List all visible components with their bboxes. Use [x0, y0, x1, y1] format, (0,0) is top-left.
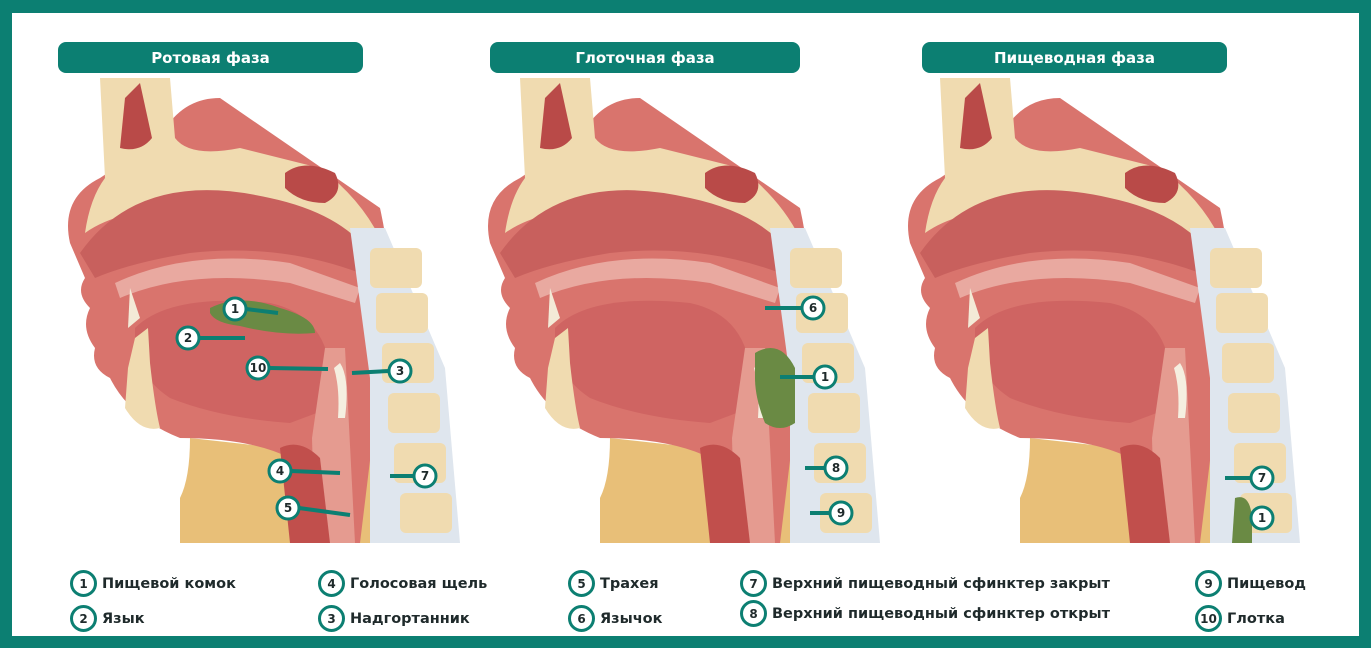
vertebra: [1228, 393, 1280, 433]
vertebra: [1216, 293, 1268, 333]
legend-label: Голосовая щель: [350, 576, 487, 592]
head-cross-section-pharyngeal: 6 1 8 9: [460, 78, 880, 543]
legend-item-ues-open: 8 Верхний пищеводный сфинктер открыт: [740, 600, 1110, 627]
legend-label: Глотка: [1227, 611, 1285, 627]
head-cross-section-esophageal: 71: [880, 78, 1300, 543]
legend-item-trachea: 5 Трахея: [568, 570, 659, 597]
callout-number: 3: [396, 364, 404, 378]
vertebra: [790, 248, 842, 288]
legend-number-badge: 3: [318, 605, 345, 632]
legend-label: Надгортанник: [350, 611, 470, 627]
callout-number: 6: [809, 301, 817, 315]
phase-header-pharyngeal: Глоточная фаза: [490, 42, 800, 73]
legend-number-badge: 10: [1195, 605, 1222, 632]
legend-number-badge: 7: [740, 570, 767, 597]
head-cross-section-oral: 1 2 10 3 4 7 5: [40, 78, 460, 543]
legend-item-glottis: 4 Голосовая щель: [318, 570, 487, 597]
vertebra: [1210, 248, 1262, 288]
legend-number-badge: 8: [740, 600, 767, 627]
vertebra: [376, 293, 428, 333]
legend-label: Верхний пищеводный сфинктер закрыт: [772, 576, 1110, 592]
panel-pharyngeal-phase: 6 1 8 9: [460, 78, 880, 543]
callout-line: [291, 471, 340, 473]
callout-line: [269, 368, 328, 369]
panel-esophageal-phase: 71: [880, 78, 1300, 543]
callout-number: 4: [276, 464, 284, 478]
phase-header-oral: Ротовая фаза: [58, 42, 363, 73]
callout-number: 8: [832, 461, 840, 475]
legend-number-badge: 5: [568, 570, 595, 597]
legend-label: Пищевой комок: [102, 576, 236, 592]
legend-item-uvula: 6 Язычок: [568, 605, 662, 632]
callout-number: 7: [421, 469, 429, 483]
legend-label: Трахея: [600, 576, 659, 592]
legend-number-badge: 2: [70, 605, 97, 632]
legend-number-badge: 1: [70, 570, 97, 597]
legend-label: Язычок: [600, 611, 662, 627]
legend-item-pharynx: 10 Глотка: [1195, 605, 1285, 632]
legend-number-badge: 9: [1195, 570, 1222, 597]
callout-number: 7: [1258, 471, 1266, 485]
vertebra: [400, 493, 452, 533]
callout-line: [352, 371, 389, 373]
callout-number: 9: [837, 506, 845, 520]
callout-number: 1: [821, 370, 829, 384]
vertebra: [370, 248, 422, 288]
vertebra: [388, 393, 440, 433]
legend-number-badge: 4: [318, 570, 345, 597]
callout-number: 5: [284, 501, 292, 515]
callout-number: 1: [1258, 511, 1266, 525]
callout-number: 2: [184, 331, 192, 345]
legend-label: Язык: [102, 611, 145, 627]
legend-item-esophagus: 9 Пищевод: [1195, 570, 1306, 597]
callout-number: 1: [231, 302, 239, 316]
callout-number: 10: [250, 361, 267, 375]
phase-header-esophageal: Пищеводная фаза: [922, 42, 1227, 73]
legend-number-badge: 6: [568, 605, 595, 632]
legend-item-ues-closed: 7 Верхний пищеводный сфинктер закрыт: [740, 570, 1110, 597]
legend-item-bolus: 1 Пищевой комок: [70, 570, 236, 597]
vertebra: [808, 393, 860, 433]
panel-oral-phase: 1 2 10 3 4 7 5: [40, 78, 460, 543]
legend-item-epiglottis: 3 Надгортанник: [318, 605, 470, 632]
legend-item-tongue: 2 Язык: [70, 605, 145, 632]
vertebra: [1222, 343, 1274, 383]
legend-label: Верхний пищеводный сфинктер открыт: [772, 606, 1110, 622]
legend-label: Пищевод: [1227, 576, 1306, 592]
